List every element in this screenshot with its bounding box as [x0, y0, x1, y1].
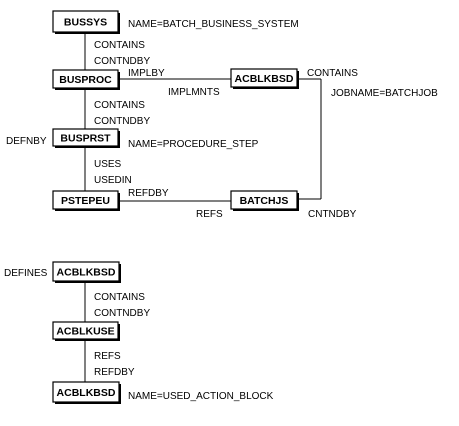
node-label: BUSPROC: [59, 74, 112, 86]
edge-label: CONTNDBY: [94, 116, 150, 127]
edge-label: USES: [94, 159, 122, 170]
edge-label: CONTAINS: [307, 68, 358, 79]
edge-label: USEDIN: [94, 175, 132, 186]
node-acblkuse: ACBLKUSE: [52, 321, 120, 341]
edge-label: REFDBY: [94, 367, 135, 378]
node-label: ACBLKBSD: [57, 387, 116, 399]
node-acblkbsd-top: ACBLKBSD: [52, 261, 121, 283]
node-label: BATCHJS: [240, 195, 289, 207]
busprst-name-annotation: NAME=PROCEDURE_STEP: [128, 139, 259, 150]
acblkbsd-jobname-annotation: JOBNAME=BATCHJOB: [331, 88, 438, 99]
used-name-annotation: NAME=USED_ACTION_BLOCK: [128, 391, 274, 402]
node-label: PSTEPEU: [61, 195, 110, 207]
edge-label: CONTAINS: [94, 40, 145, 51]
node-label: BUSSYS: [64, 17, 107, 29]
node-acblkbsd: ACBLKBSD: [230, 68, 299, 89]
edge-label: REFS: [196, 209, 223, 220]
edge-label: REFDBY: [128, 188, 169, 199]
defines-annotation: DEFINES: [4, 268, 48, 279]
edge-label: IMPLBY: [128, 68, 165, 79]
edge-label: CONTNDBY: [94, 308, 150, 319]
node-busproc: BUSPROC: [52, 69, 120, 90]
edge-label: CONTAINS: [94, 292, 145, 303]
edge-label: CONTNDBY: [94, 56, 150, 67]
node-label: ACBLKBSD: [235, 73, 294, 85]
edge-label: DEFNBY: [6, 136, 47, 147]
node-pstepeu: PSTEPEU: [52, 190, 120, 211]
bussys-name-annotation: NAME=BATCH_BUSINESS_SYSTEM: [128, 19, 299, 30]
node-acblkbsd-bottom: ACBLKBSD: [52, 381, 121, 404]
edge-label: IMPLMNTS: [168, 87, 220, 98]
node-label: ACBLKBSD: [57, 267, 116, 279]
node-batchjs: BATCHJS: [230, 190, 299, 211]
node-label: BUSPRST: [60, 133, 111, 145]
edge-label: REFS: [94, 351, 121, 362]
edge-label: CONTAINS: [94, 100, 145, 111]
node-busprst: BUSPRST: [52, 128, 120, 148]
node-label: ACBLKUSE: [56, 326, 114, 338]
node-bussys: BUSSYS: [52, 10, 120, 34]
edge-label: CNTNDBY: [308, 209, 357, 220]
